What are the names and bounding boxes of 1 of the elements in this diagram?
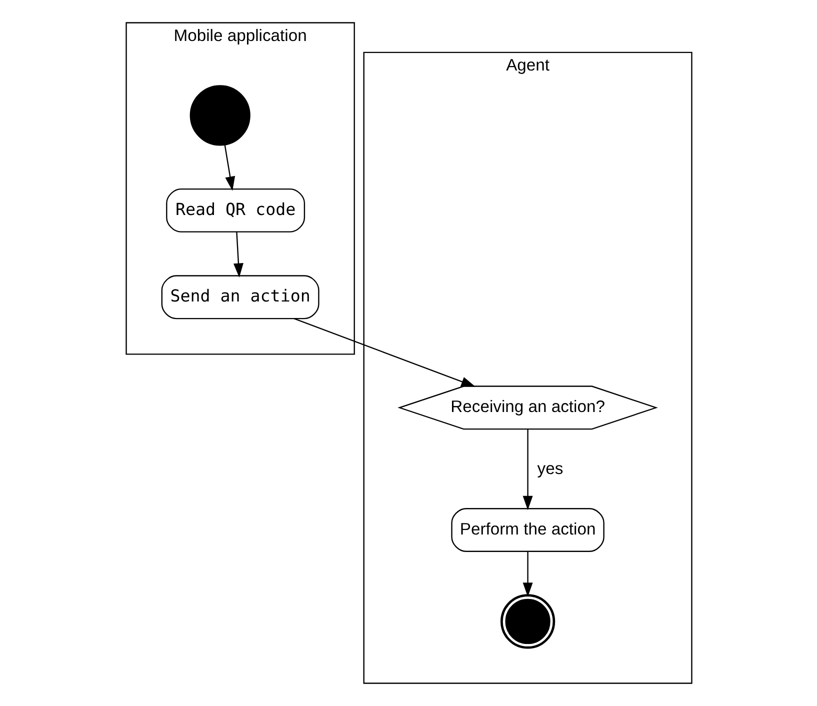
edge-label: yes: [536, 458, 563, 478]
